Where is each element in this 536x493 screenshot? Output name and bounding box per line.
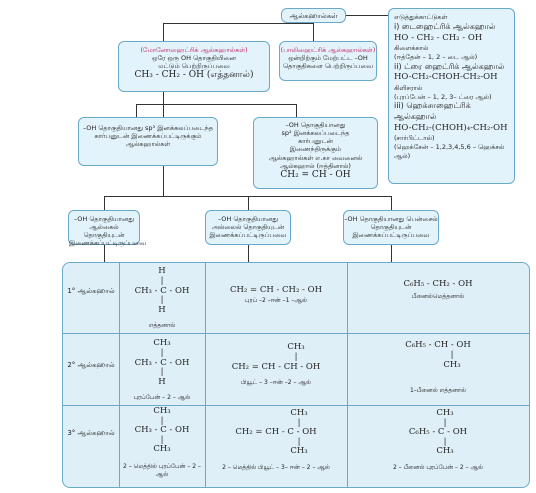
alkyl-name-3: 2 – மெத்தில் புரப்பேன் – 2 – ஆல் bbox=[123, 463, 201, 478]
monohydric-desc1: ஒரே ஒரு OH தொகுதியினை bbox=[152, 54, 236, 63]
benzyl-ch3-2: CH₃ bbox=[443, 359, 461, 370]
example-ii-name: கிளிசரால் bbox=[394, 83, 423, 92]
row-label-primary: 1° ஆல்கஹால் bbox=[67, 287, 115, 295]
ethanol-structure: H | CH₃ - C - OH | H bbox=[119, 266, 205, 316]
polyhydric-box: (பாலிஹைட்ரிக் ஆல்கஹால்கள்) ஒன்றிற்கும் ம… bbox=[279, 41, 377, 81]
allyl-name-1: புரப் –2 –ஈன் –1 –ஆல் bbox=[245, 297, 307, 304]
benzyl-formula-2: C₆H₅ - CH - OH bbox=[405, 340, 471, 350]
allyl-formula-3: CH₂ = CH - C - OH bbox=[235, 427, 317, 438]
allyl-name-3: 2 – மெத்தில் பியூட் – 3– ஈன் – 2 – ஆல் bbox=[222, 464, 330, 471]
category-benzyl-label: –OH தொகுதியானது பென்சைல் தொகுதியுடன் இணை… bbox=[344, 215, 438, 240]
example-iii-title: iii) ஹெக்சாஹைட்ரிக் ஆல்கஹால் bbox=[394, 101, 471, 122]
polyhydric-desc2: தொகுதிகளை பெற்றிருப்பவை bbox=[283, 62, 373, 71]
propan2ol-structure: CH₃ | CH₃ - C - OH | H bbox=[119, 338, 205, 388]
monohydric-formula: CH₃ - CH₂ - OH (எத்தனால்) bbox=[134, 70, 254, 81]
benzyl-formula-3: C₆H₅ - C - OH bbox=[408, 427, 468, 438]
benzyl-structure-2: C₆H₅ - CH - OH | CH₃ bbox=[347, 340, 529, 370]
example-iii-name: (சார்பிட்டால்) bbox=[394, 134, 435, 143]
polyhydric-desc1: ஒன்றிற்கும் மேற்பட்ட –OH bbox=[288, 54, 368, 63]
sp2-line2: sp² இனக்கலப்படைந்த bbox=[281, 129, 350, 138]
examples-heading: எடுத்துக்காட்டுகள் bbox=[394, 13, 448, 21]
category-allyl-label: –OH தொகுதியானது அல்லைல் தொகுதியுடன் இணைக… bbox=[209, 215, 287, 240]
example-iii-sub: (ஹெக்சேன் – 1,2,3,4,5,6 – ஹெக்சல் ஆல்) bbox=[394, 143, 505, 160]
benzyl-ch3-top-3: CH₃ bbox=[436, 408, 454, 418]
methylpropan-chain: CH₃ - C - OH bbox=[134, 425, 190, 436]
row-label-secondary: 2° ஆல்கஹால் bbox=[67, 361, 115, 369]
example-ii-title: ii) ட்ரை ஹைட்ரிக் ஆல்கஹால் bbox=[394, 61, 505, 71]
benzyl-name-1: பீனைல்மெத்தனால் bbox=[411, 293, 465, 300]
sp2-box: –OH தொகுதியானது sp² இனக்கலப்படைந்த கார்ப… bbox=[253, 117, 378, 189]
ch3-top-3: CH₃ bbox=[153, 406, 171, 416]
benzyl-name-2: 1–பீனைல் எத்தனால் bbox=[409, 387, 467, 394]
example-i-formula: HO - CH₂ - CH₂ - OH bbox=[394, 32, 483, 43]
sp2-line4: இணைந்திருக்கும் bbox=[289, 145, 342, 154]
example-ii-formula: HO-CH₂-CHOH-CH₂-OH bbox=[394, 72, 498, 83]
allyl-ch3-2: CH₃ bbox=[287, 342, 305, 352]
sp2-line3: கார்பனுடன் bbox=[298, 137, 333, 146]
h-top: H bbox=[158, 266, 166, 276]
sp2-line6: ஆல்கஹால் (ஈத்தினால்) bbox=[280, 161, 351, 170]
sp3-line2: கார்பனுடன் இணைக்கப்பட்டிருக்கும் bbox=[94, 132, 202, 141]
benzyl-name-3: 2 – பீனைல் புரப்பேன் – 2 – ஆல் bbox=[392, 464, 484, 471]
allyl-ch3-bottom-3: CH₃ bbox=[290, 446, 308, 457]
polyhydric-title: (பாலிஹைட்ரிக் ஆல்கஹால்கள்) bbox=[280, 46, 376, 54]
sp2-line1: –OH தொகுதியானது bbox=[285, 121, 346, 129]
example-i-title: i) டைஹைட்ரிக் ஆல்கஹால் bbox=[394, 21, 496, 31]
example-iii-formula: HO-CH₂-(CHOH)₄-CH₂-OH bbox=[394, 122, 508, 133]
h-bottom: H bbox=[158, 305, 166, 316]
alcohols-root: ஆல்கஹால்கள் bbox=[281, 8, 346, 23]
category-alkyl-label: –OH தொகுதியானது ஆல்கைல் தொகுதியுடன் இணைக… bbox=[69, 215, 147, 248]
row-label-tertiary: 3° ஆல்கஹால் bbox=[67, 429, 115, 437]
monohydric-desc2: மட்டும் பெற்றிருப்பவை bbox=[158, 62, 230, 71]
benzyl-structure-3: CH₃ | C₆H₅ - C - OH | CH₃ bbox=[347, 408, 529, 457]
benzyl-formula-1: C₆H₅ - CH₂ - OH bbox=[403, 279, 473, 289]
sp2-formula: CH₂ = CH - OH bbox=[280, 169, 351, 180]
propan-chain: CH₃ - C - OH bbox=[134, 357, 190, 368]
category-allyl: –OH தொகுதியானது அல்லைல் தொகுதியுடன் இணைக… bbox=[205, 210, 291, 245]
allyl-structure-3: CH₃ | CH₂ = CH - C - OH | CH₃ bbox=[205, 408, 347, 457]
example-ii-sub: (புரப்பேன் – 1, 2, 3– ட்ரை ஆல்) bbox=[394, 92, 492, 101]
ethanol-chain: CH₃ - C - OH bbox=[134, 285, 190, 296]
example-i-sub: (ஈத்தேன் – 1, 2 – டை ஆல்) bbox=[394, 52, 478, 61]
monohydric-title: (மோனோஹைட்ரிக் ஆல்கஹால்கள்) bbox=[140, 46, 248, 54]
sp3-box: –OH தொகுதியானது sp³ இனக்கலப்படைந்த கார்ப… bbox=[78, 117, 218, 166]
ch3-top: CH₃ bbox=[153, 338, 171, 348]
sp2-line5: ஆல்கஹால்கள் எ.கா வைனைல் bbox=[268, 153, 363, 162]
classification-table: 1° ஆல்கஹால் 2° ஆல்கஹால் 3° ஆல்கஹால் H | … bbox=[62, 262, 530, 488]
category-alkyl: –OH தொகுதியானது ஆல்கைல் தொகுதியுடன் இணைக… bbox=[68, 210, 146, 247]
allyl-name-2: பியூட் – 3 –ஈன் –2 – ஆல் bbox=[241, 379, 311, 386]
category-benzyl: –OH தொகுதியானது பென்சைல் தொகுதியுடன் இணை… bbox=[343, 210, 439, 245]
allyl-structure-2: CH₃ | CH₂ = CH - CH - OH bbox=[205, 342, 347, 372]
example-i-name: கிளைக்கால் bbox=[394, 44, 429, 53]
alkyl-name-2: புரப்பேன் – 2 – ஆல் bbox=[133, 394, 191, 401]
allyl-formula-1: CH₂ = CH - CH₂ - OH bbox=[229, 285, 323, 295]
sp3-line3: ஆல்கஹால்கள் bbox=[125, 140, 171, 149]
allyl-formula-2: CH₂ = CH - CH - OH bbox=[231, 361, 321, 372]
examples-box: எடுத்துக்காட்டுகள் i) டைஹைட்ரிக் ஆல்கஹால… bbox=[388, 8, 515, 184]
root-label: ஆல்கஹால்கள் bbox=[289, 12, 338, 20]
sp3-line1: –OH தொகுதியானது sp³ இனக்கலப்படைந்த bbox=[83, 124, 213, 132]
allyl-ch3-top-3: CH₃ bbox=[290, 408, 308, 418]
benzyl-ch3-bottom-3: CH₃ bbox=[436, 446, 454, 457]
methylpropanol-structure: CH₃ | CH₃ - C - OH | CH₃ bbox=[119, 406, 205, 455]
alkyl-name-1: எத்தனால் bbox=[148, 322, 176, 329]
h-bottom-2: H bbox=[158, 377, 166, 388]
ch3-bottom-3: CH₃ bbox=[153, 444, 171, 455]
monohydric-box: (மோனோஹைட்ரிக் ஆல்கஹால்கள்) ஒரே ஒரு OH தொ… bbox=[118, 41, 270, 92]
